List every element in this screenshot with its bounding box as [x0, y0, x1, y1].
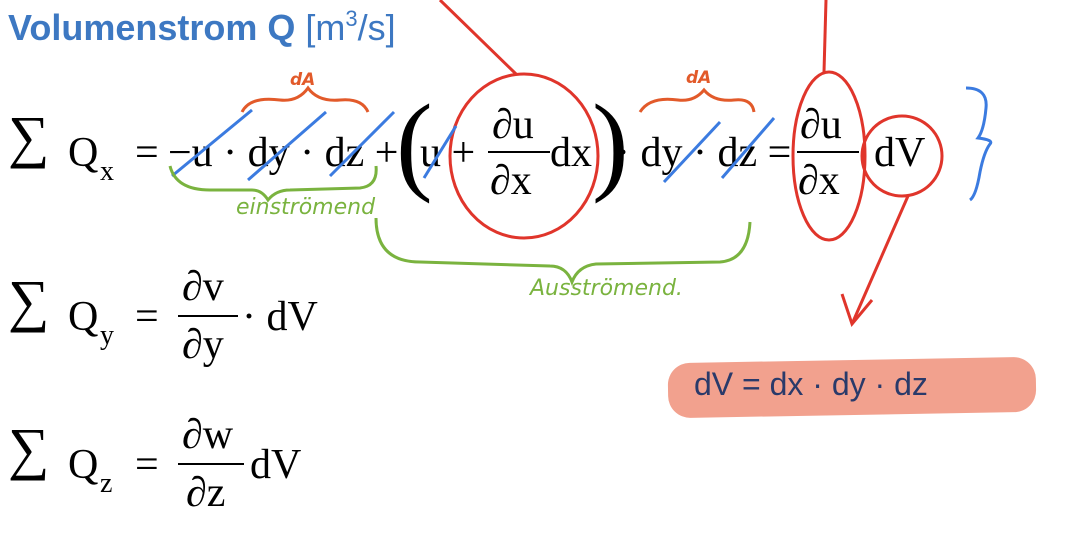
title-unit-exponent: 3 [345, 6, 358, 31]
annotation-dA-1: dA [290, 70, 316, 90]
frac-y-line [178, 315, 238, 317]
annotation-dA-2: dA [686, 68, 712, 88]
dx-term: dx [550, 130, 592, 176]
red-circle-result-fraction [791, 70, 867, 242]
frac-z-line [178, 463, 244, 465]
frac-z-denominator: ∂z [186, 470, 226, 516]
blue-curly-brace [965, 86, 993, 202]
red-pointer-line-1 [438, 0, 518, 76]
red-pointer-line-2 [822, 0, 828, 73]
q-x-subscript: x [100, 156, 114, 187]
title-unit-open: [m [305, 7, 346, 48]
dv-definition: dV = dx · dy · dz [694, 366, 928, 402]
page-title: Volumenstrom Q [m3/s] [8, 6, 396, 66]
sigma-x: ∑ [8, 104, 50, 169]
q-y-subscript: y [100, 320, 114, 351]
frac1-denominator: ∂x [490, 158, 532, 204]
outflow-term: · dy · dz = [616, 130, 792, 176]
dv-y: · dV [242, 294, 318, 340]
q-z: Q [68, 442, 99, 488]
frac2-line [797, 151, 859, 153]
title-unit-close: /s] [357, 7, 396, 48]
u-plus: u + [420, 130, 476, 176]
title-text: Volumenstrom Q [8, 7, 296, 48]
sigma-z: ∑ [8, 416, 50, 481]
frac-y-numerator: ∂v [182, 264, 224, 310]
red-arrow-head [840, 293, 874, 328]
dv-z: dV [250, 442, 302, 488]
equals-y: = [135, 294, 159, 340]
annotation-einstroemend: einströmend [236, 195, 376, 220]
sigma-y: ∑ [8, 268, 50, 333]
q-y: Q [68, 294, 99, 340]
equals-z: = [135, 442, 159, 488]
frac2-denominator: ∂x [798, 158, 840, 204]
q-x: Q [68, 130, 99, 176]
frac1-numerator: ∂u [492, 102, 534, 148]
dv-x: dV [874, 130, 926, 176]
frac-y-denominator: ∂y [182, 322, 224, 368]
q-z-subscript: z [100, 468, 113, 499]
inflow-term: −u · dy · dz + [168, 130, 399, 176]
green-underbrace-outflow [374, 217, 752, 287]
red-arrow-line [850, 195, 910, 325]
annotation-ausstroemend: Ausströmend. [530, 276, 683, 301]
orange-brace-2 [638, 87, 756, 113]
frac1-line [488, 151, 550, 153]
frac-z-numerator: ∂w [182, 412, 234, 458]
orange-brace-1 [240, 85, 370, 113]
frac2-numerator: ∂u [800, 102, 842, 148]
equals-x: = [135, 130, 159, 176]
